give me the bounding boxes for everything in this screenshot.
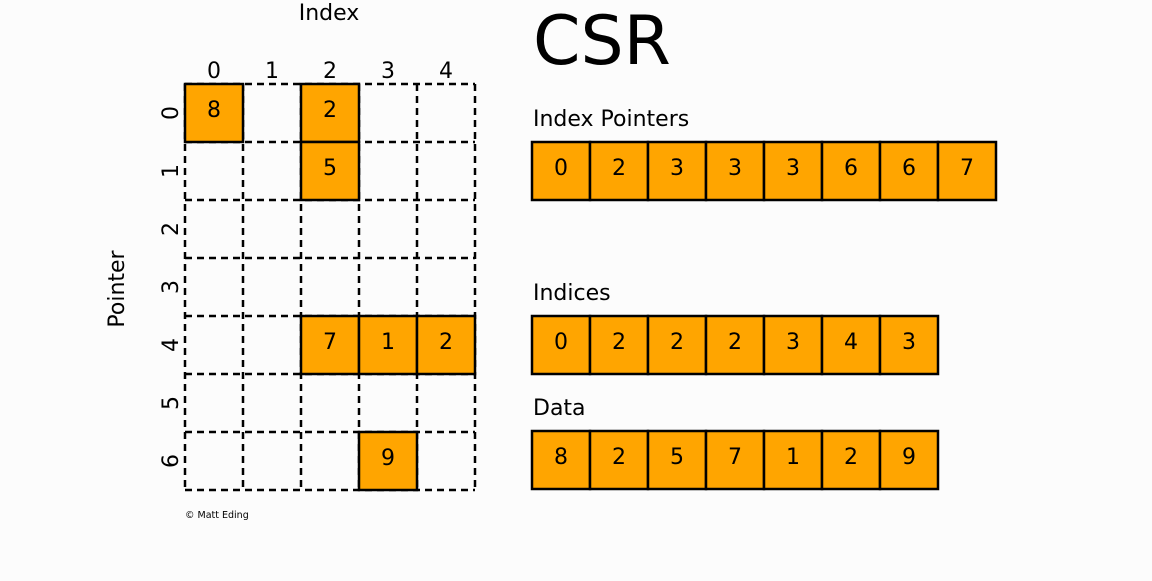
index-pointers-cell	[530, 140, 592, 202]
data-cell	[878, 429, 940, 491]
indices-value: 3	[902, 330, 916, 355]
indices-label: Indices	[533, 281, 611, 306]
indices-value: 2	[670, 330, 684, 355]
indices-cell	[878, 314, 940, 376]
index-pointers-cell	[588, 140, 650, 202]
row-label: 0	[159, 106, 184, 120]
index-pointers-value: 3	[786, 156, 800, 181]
indices-cell	[588, 314, 650, 376]
indices-value: 0	[554, 330, 568, 355]
copyright-text: © Matt Eding	[185, 510, 249, 521]
matrix-cell-value: 7	[323, 330, 337, 355]
index-pointers-cell	[646, 140, 708, 202]
row-label: 5	[159, 396, 184, 410]
column-label: 0	[207, 59, 221, 84]
index-pointers-array: Index Pointers 0 2 3 3 3 6 6 7	[530, 107, 998, 202]
matrix-cell-value: 2	[439, 330, 453, 355]
data-cell	[820, 429, 882, 491]
data-value: 2	[612, 445, 626, 470]
data-value: 5	[670, 445, 684, 470]
index-pointers-value: 2	[612, 156, 626, 181]
index-pointers-label: Index Pointers	[533, 107, 689, 132]
indices-value: 2	[728, 330, 742, 355]
data-label: Data	[533, 396, 586, 421]
index-pointers-cell	[878, 140, 940, 202]
matrix-cell-value: 1	[381, 330, 395, 355]
data-cell	[762, 429, 824, 491]
index-pointers-value: 0	[554, 156, 568, 181]
row-label: 3	[159, 280, 184, 294]
matrix-cell-value: 2	[323, 98, 337, 123]
index-pointers-cell	[936, 140, 998, 202]
data-cell	[704, 429, 766, 491]
diagram-title: CSR	[533, 2, 671, 81]
indices-value: 4	[844, 330, 858, 355]
row-label: 2	[159, 222, 184, 236]
matrix-cell-value: 5	[323, 156, 337, 181]
index-pointers-value: 3	[670, 156, 684, 181]
sparse-matrix: 8 2 5 7 1 2 9 0 1 2 3 4 0 1 2 3 4 5 6	[159, 59, 477, 492]
matrix-x-label: Index	[299, 1, 360, 26]
row-label: 1	[159, 164, 184, 178]
indices-cell	[704, 314, 766, 376]
row-label: 4	[159, 338, 184, 352]
indices-cell	[762, 314, 824, 376]
index-pointers-cell	[704, 140, 766, 202]
matrix-y-label: Pointer	[105, 249, 130, 327]
data-cell	[646, 429, 708, 491]
indices-cell	[530, 314, 592, 376]
row-label: 6	[159, 454, 184, 468]
data-value: 7	[728, 445, 742, 470]
data-array: Data 8 2 5 7 1 2 9	[530, 396, 940, 491]
data-value: 8	[554, 445, 568, 470]
matrix-cell-filled	[357, 430, 419, 492]
data-value: 9	[902, 445, 916, 470]
matrix-cell-filled	[183, 82, 245, 144]
data-value: 2	[844, 445, 858, 470]
indices-value: 2	[612, 330, 626, 355]
matrix-cell-filled	[357, 314, 419, 376]
indices-array: Indices 0 2 2 2 3 4 3	[530, 281, 940, 376]
matrix-cell-filled	[415, 314, 477, 376]
indices-value: 3	[786, 330, 800, 355]
matrix-cell-value: 9	[381, 446, 395, 471]
matrix-cell-filled	[299, 140, 361, 202]
matrix-cell-filled	[299, 314, 361, 376]
data-cell	[588, 429, 650, 491]
matrix-cell-value: 8	[207, 98, 221, 123]
column-label: 4	[439, 59, 453, 84]
indices-cell	[646, 314, 708, 376]
index-pointers-value: 6	[844, 156, 858, 181]
column-label: 2	[323, 59, 337, 84]
index-pointers-value: 7	[960, 156, 974, 181]
column-label: 3	[381, 59, 395, 84]
index-pointers-value: 3	[728, 156, 742, 181]
index-pointers-value: 6	[902, 156, 916, 181]
data-value: 1	[786, 445, 800, 470]
column-label: 1	[265, 59, 279, 84]
matrix-cell-filled	[299, 82, 361, 144]
